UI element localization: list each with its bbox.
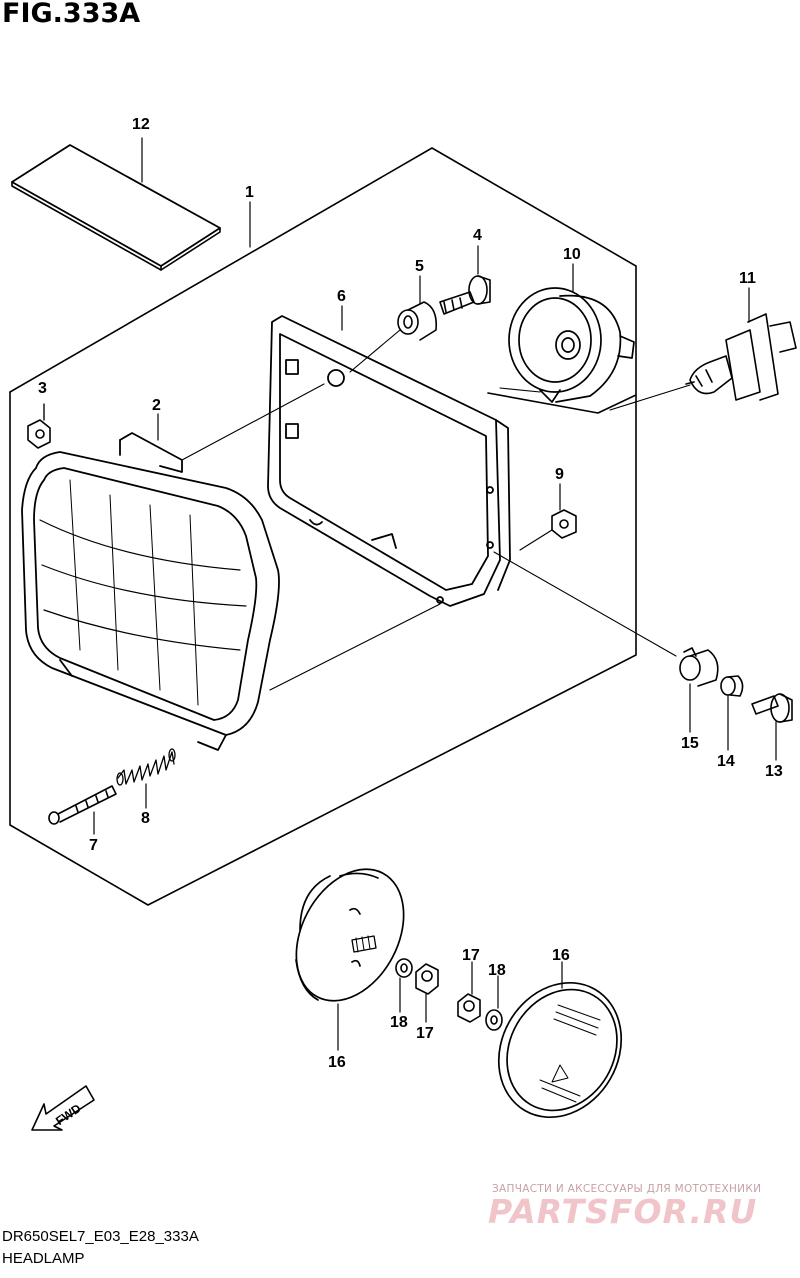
callout-7: 7 (89, 837, 98, 854)
grommet-part-5 (397, 301, 438, 341)
callout-15: 15 (681, 735, 699, 752)
washer-part-18-right (485, 1009, 503, 1031)
screw-part-4 (439, 275, 491, 315)
callout-11: 11 (739, 270, 756, 287)
assembly-outline (9, 147, 637, 414)
callout-14: 14 (717, 753, 735, 770)
bulb-part-11 (685, 313, 797, 401)
callout-10: 10 (563, 246, 581, 263)
nut-part-17-right (457, 993, 481, 1023)
figure-code: DR650SEL7_E03_E28_333A (2, 1228, 199, 1245)
callout-17-left: 17 (416, 1025, 434, 1042)
callout-17-right: 17 (462, 947, 480, 964)
callout-4: 4 (473, 227, 482, 244)
collar-part-14 (720, 675, 744, 697)
callout-1: 1 (245, 184, 254, 201)
alignment-lines (181, 329, 691, 691)
callout-8: 8 (141, 810, 150, 827)
grommet-part-15 (679, 647, 719, 687)
fwd-arrow-icon: FWD (31, 1085, 95, 1131)
callout-2: 2 (152, 397, 161, 414)
nut-part-17-left (415, 963, 439, 995)
lamp-disc-part-16-left (295, 868, 405, 1002)
callout-13: 13 (765, 763, 783, 780)
watermark-tagline: ЗАПЧАСТИ И АКСЕССУАРЫ ДЛЯ МОТОТЕХНИКИ (492, 1183, 762, 1195)
figure-name: HEADLAMP (2, 1250, 85, 1267)
washer-part-18-left (395, 958, 413, 978)
callout-16-left: 16 (328, 1054, 346, 1071)
figure-title: FIG.333A (2, 0, 141, 29)
bolt-part-13 (751, 693, 793, 723)
lamp-disc-part-16-right (497, 981, 623, 1119)
headlamp-frame-part (267, 315, 511, 607)
callout-labels: 12 1 4 10 5 11 6 3 2 9 15 14 13 8 7 17 1… (38, 116, 783, 1071)
callout-5: 5 (415, 258, 424, 275)
label-sticker-part (11, 144, 221, 271)
assembly-outline-lower (9, 391, 637, 906)
callout-18-left: 18 (390, 1014, 408, 1031)
clip-nut-part-9 (551, 509, 577, 539)
callout-3: 3 (38, 380, 47, 397)
headlamp-unit-part (21, 432, 280, 751)
clip-nut-part-3 (27, 419, 51, 449)
watermark-logo: PARTSFOR.RU (488, 1192, 758, 1231)
callout-9: 9 (555, 466, 564, 483)
callout-12: 12 (132, 116, 150, 133)
callout-16-right: 16 (552, 947, 570, 964)
socket-cover-part-10 (508, 287, 635, 403)
callout-6: 6 (337, 288, 346, 305)
screw-part-7 (48, 785, 117, 825)
leader-lines (43, 137, 777, 1051)
callout-18-right: 18 (488, 962, 506, 979)
spring-part-8 (116, 748, 176, 786)
